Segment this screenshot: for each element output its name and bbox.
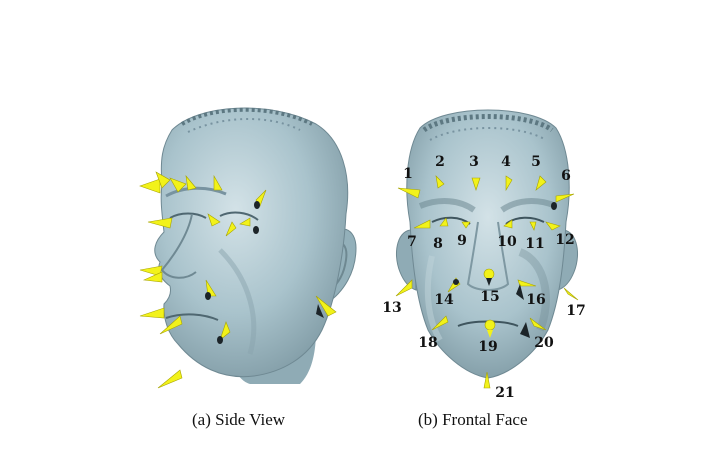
side-head-shape <box>154 107 349 378</box>
landmark-label-3: 3 <box>469 154 479 170</box>
landmark-label-7: 7 <box>407 234 417 250</box>
landmark-label-20: 20 <box>534 335 554 351</box>
landmark-cone-icon <box>461 221 471 229</box>
landmark-cone-icon <box>397 187 421 199</box>
landmark-cone-icon <box>505 175 513 192</box>
landmark-label-4: 4 <box>501 154 511 170</box>
landmark-cone-icon <box>139 265 163 277</box>
landmark-cone-icon <box>142 271 163 283</box>
landmark-cone-icon <box>239 217 251 227</box>
face-front-render <box>396 109 578 379</box>
front-landmark-markers <box>395 175 579 389</box>
front-head-shape <box>406 109 570 379</box>
landmark-label-14: 14 <box>434 292 454 308</box>
landmark-label-16: 16 <box>526 292 545 308</box>
landmark-cone-icon <box>563 287 579 301</box>
landmark-cone-icon <box>535 175 547 191</box>
landmark-cone-icon <box>157 369 183 389</box>
landmark-cone-icon <box>139 178 161 194</box>
landmark-label-12: 12 <box>555 232 574 248</box>
landmark-label-5: 5 <box>531 154 541 170</box>
frontal-face-caption: (b) Frontal Face <box>418 410 528 429</box>
landmark-label-19: 19 <box>478 339 497 355</box>
landmark-cone-icon <box>529 221 537 231</box>
landmark-label-21: 21 <box>495 385 514 401</box>
face-side-render <box>154 107 357 384</box>
landmark-cone-icon <box>545 221 561 231</box>
landmark-label-9: 9 <box>457 233 467 249</box>
landmark-cone-icon <box>139 307 165 319</box>
landmark-cone-icon <box>207 213 221 227</box>
landmark-cone-icon <box>529 317 547 331</box>
landmark-cone-icon <box>431 315 449 331</box>
landmark-label-11: 11 <box>525 236 544 252</box>
landmark-cone-icon <box>435 175 445 189</box>
front-landmark-labels: 1 2 3 4 5 6 7 8 9 10 11 12 13 14 15 16 1… <box>382 154 585 401</box>
landmark-label-18: 18 <box>418 335 437 351</box>
landmark-label-15: 15 <box>480 289 499 305</box>
landmark-label-13: 13 <box>382 300 401 316</box>
side-landmark-markers <box>139 171 337 389</box>
landmark-cone-icon <box>439 217 449 227</box>
landmark-cone-icon <box>147 217 173 229</box>
landmark-cone-icon <box>395 279 413 297</box>
landmark-cone-icon <box>483 371 491 389</box>
landmark-label-6: 6 <box>561 168 571 184</box>
landmark-cone-icon <box>219 321 231 341</box>
landmark-label-8: 8 <box>433 236 443 252</box>
landmark-label-1: 1 <box>403 166 413 182</box>
landmark-cone-icon <box>471 177 481 191</box>
landmark-label-2: 2 <box>435 154 445 170</box>
landmark-cone-icon <box>205 279 217 297</box>
landmark-label-10: 10 <box>497 234 517 250</box>
side-view-caption: (a) Side View <box>192 410 286 429</box>
landmark-cone-icon <box>517 279 537 287</box>
landmark-label-17: 17 <box>566 303 585 319</box>
landmark-cone-icon <box>169 177 187 193</box>
landmark-cone-icon <box>503 219 513 229</box>
landmark-cone-icon <box>159 315 183 335</box>
landmark-cone-icon <box>555 193 575 203</box>
landmark-cone-icon <box>213 174 223 191</box>
landmark-cone-icon <box>315 295 337 317</box>
landmark-cone-icon <box>225 221 237 237</box>
landmark-cone-icon <box>155 171 171 189</box>
landmark-cone-icon <box>185 174 197 191</box>
landmark-cone-icon <box>413 219 431 229</box>
